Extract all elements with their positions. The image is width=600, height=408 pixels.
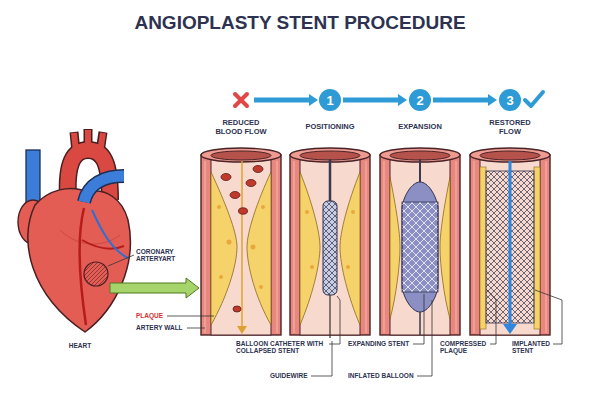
part-label: IMPLANTED STENT [512,340,558,355]
step-symbols [235,92,543,106]
artery-positioning [290,148,370,338]
part-label: HEART [55,342,105,349]
step-circle: 1 [319,89,341,111]
part-label: GUIDEWIRE [270,372,308,379]
step-circle: 2 [409,89,431,111]
step-number: 1 [326,94,333,107]
step-label: RESTORED FLOW [480,119,540,136]
diagram-title: ANGIOPLASTY STENT PROCEDURE [0,12,600,34]
step-arrow [433,94,497,106]
part-label: PLAQUE [136,312,163,319]
leader-lines [108,255,562,376]
part-label: EXPANDING STENT [348,340,409,347]
step-arrow [343,94,407,106]
heart-illustration [18,129,199,332]
part-label: COMPRESSED PLAQUE [440,340,490,355]
part-label: ARTERY WALL [136,324,183,331]
artery-blocked [201,148,281,335]
part-label: BALLOON CATHETER WITH COLLAPSED STENT [236,340,328,355]
step-number: 3 [506,94,513,107]
step-number: 2 [416,94,423,107]
artery-restored [470,148,550,335]
arrow-shaft [433,98,489,103]
step-circle: 3 [499,89,521,111]
part-label: CORONARY ARTERYART [136,248,194,263]
arrow-shaft [343,98,399,103]
part-label: INFLATED BALLOON [348,372,414,379]
step-label: REDUCED BLOOD FLOW [211,119,271,136]
arrow-head [488,94,497,106]
arrow-head [398,94,407,106]
artery-expansion [380,148,460,335]
step-label: POSITIONING [290,123,370,132]
step-label: EXPANSION [380,123,460,132]
